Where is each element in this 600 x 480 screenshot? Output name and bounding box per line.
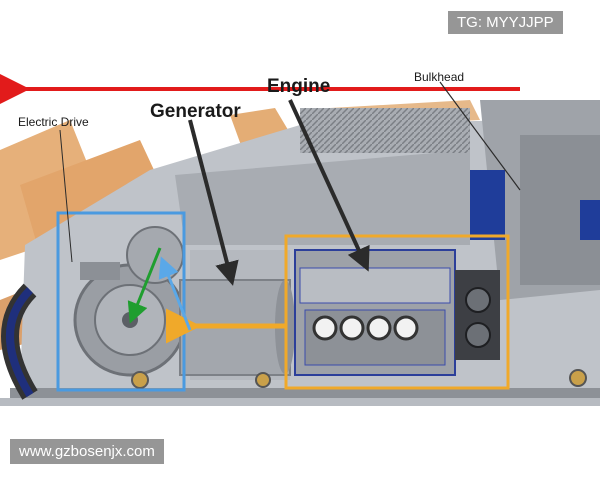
bulkhead-callout-line	[439, 81, 521, 191]
generator-callout-arrow	[188, 119, 239, 286]
engine-callout-arrow	[288, 99, 370, 272]
generator-label: Generator	[150, 101, 241, 122]
electric-drive-label: Electric Drive	[18, 115, 89, 129]
drive-track	[1, 283, 38, 400]
engine-block	[255, 249, 587, 388]
engine-highlight-box	[284, 234, 510, 390]
power-flow-arrow-blue	[158, 256, 192, 331]
watermark-bottom-left: www.gzbosenjx.com	[10, 439, 164, 464]
watermark-top-right: TG: MYYJJPP	[448, 11, 563, 34]
electric-drive-highlight-box	[56, 211, 186, 392]
electric-drive-callout-line	[59, 129, 73, 263]
bulkhead-label: Bulkhead	[414, 70, 465, 84]
power-flow-arrow-green	[127, 247, 162, 324]
engine-label: Engine	[267, 76, 331, 97]
